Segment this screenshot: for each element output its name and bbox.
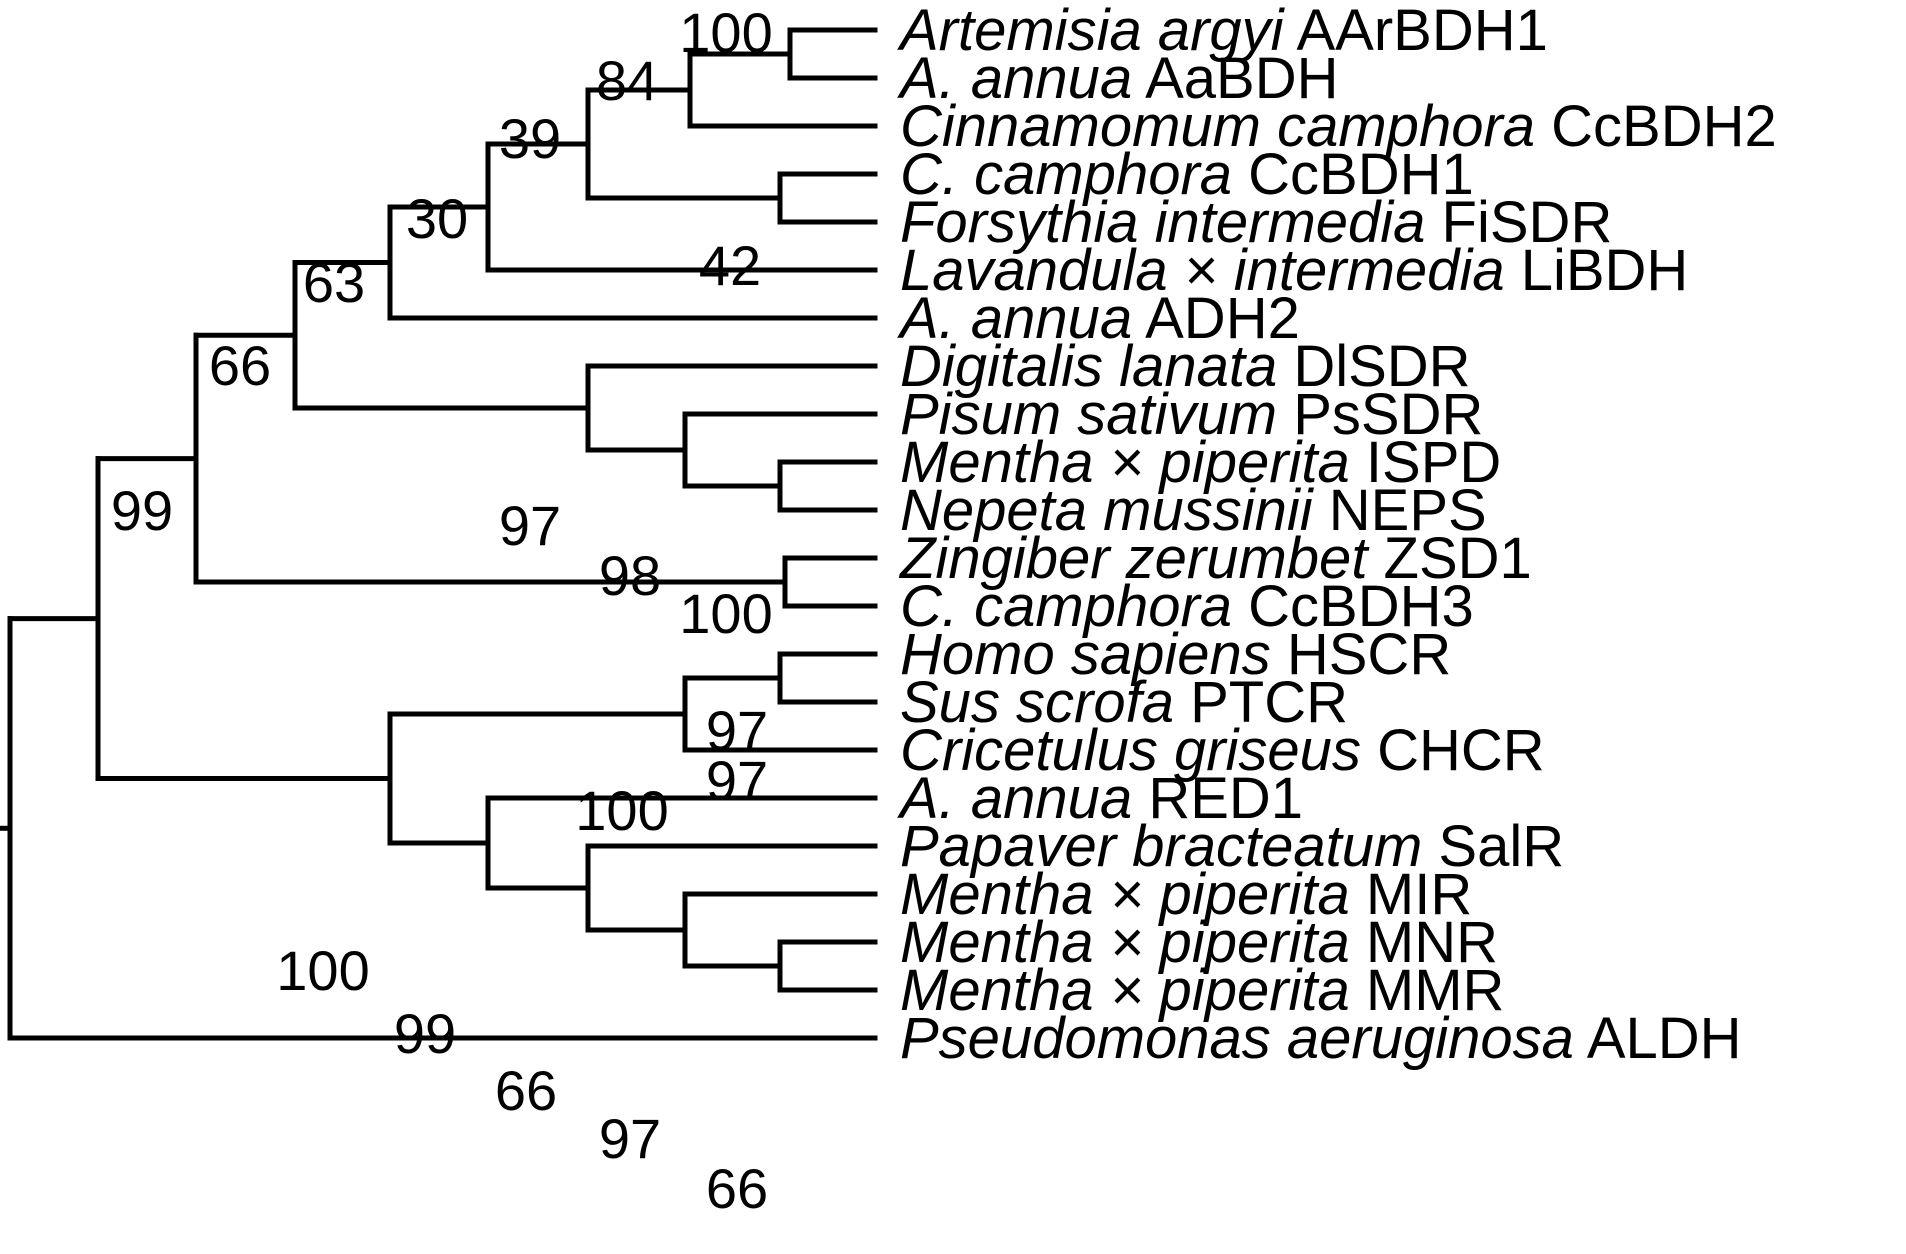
support-value: 42 [699, 234, 761, 297]
taxon-label: Sus scrofa PTCR [900, 670, 1348, 735]
taxon-gene: PsSDR [1277, 382, 1483, 447]
taxon-label: Lavandula × intermedia LiBDH [900, 238, 1688, 303]
support-value: 100 [575, 779, 668, 842]
taxon-label: Cricetulus griseus CHCR [900, 718, 1545, 783]
taxon-gene: CHCR [1361, 718, 1545, 783]
taxon-species: Cricetulus griseus [900, 718, 1361, 783]
taxon-label: Mentha × piperita ISPD [900, 430, 1501, 495]
taxon-gene: ADH2 [1132, 286, 1300, 351]
support-value: 66 [209, 334, 271, 397]
tree-branches [0, 27, 878, 1041]
taxon-gene: AaBDH [1132, 46, 1338, 111]
taxon-gene: FiSDR [1425, 190, 1612, 255]
support-value: 97 [706, 699, 768, 762]
taxon-species: Artemisia argyi [897, 0, 1286, 63]
support-value: 100 [276, 939, 369, 1002]
taxon-species: Forsythia intermedia [900, 190, 1425, 255]
taxon-label: A. annua RED1 [897, 766, 1303, 831]
taxon-label: Mentha × piperita MNR [900, 910, 1498, 975]
taxon-label: Papaver bracteatum SalR [900, 814, 1564, 879]
taxon-label: Artemisia argyi AArBDH1 [897, 0, 1548, 63]
support-value: 99 [111, 479, 173, 542]
taxon-species: A. annua [897, 286, 1132, 351]
taxon-gene: RED1 [1132, 766, 1303, 831]
taxon-gene: LiBDH [1505, 238, 1689, 303]
taxon-species: Lavandula × intermedia [900, 238, 1505, 303]
taxon-label: Digitalis lanata DlSDR [900, 334, 1471, 399]
taxon-gene: MMR [1350, 958, 1505, 1023]
taxon-species: Papaver bracteatum [900, 814, 1422, 879]
taxon-label: A. annua ADH2 [897, 286, 1300, 351]
support-value: 97 [499, 494, 561, 557]
support-value: 100 [679, 582, 772, 645]
support-value: 99 [394, 1002, 456, 1065]
support-value: 100 [679, 1, 772, 64]
support-values: 100 84 39 42 30 63 66 97 98 100 97 99 97 100 100 99 66 97… [111, 1, 773, 1220]
support-value: 97 [706, 749, 768, 812]
taxon-species: Mentha × piperita [900, 430, 1350, 495]
taxon-label: Cinnamomum camphora CcBDH2 [900, 94, 1777, 159]
taxon-species: Sus scrofa [900, 670, 1174, 735]
taxon-species: Nepeta mussinii [900, 478, 1315, 543]
taxon-species: Digitalis lanata [900, 334, 1277, 399]
taxon-species: A. annua [897, 46, 1132, 111]
taxon-gene: MNR [1350, 910, 1498, 975]
taxon-gene: MIR [1350, 862, 1472, 927]
taxon-species: Zingiber zerumbet [898, 526, 1370, 591]
support-value: 98 [599, 544, 661, 607]
taxon-gene: DlSDR [1277, 334, 1470, 399]
taxon-gene: ISPD [1350, 430, 1502, 495]
taxon-label: C. camphora CcBDH3 [900, 574, 1474, 639]
support-value: 63 [303, 251, 365, 314]
taxon-label: Forsythia intermedia FiSDR [900, 190, 1612, 255]
support-value: 30 [406, 187, 468, 250]
taxon-gene: ZSD1 [1367, 526, 1531, 591]
taxon-species: C. camphora [900, 574, 1232, 639]
taxon-gene: CcBDH3 [1232, 574, 1474, 639]
taxon-label: Zingiber zerumbet ZSD1 [898, 526, 1532, 591]
support-value: 66 [706, 1157, 768, 1220]
support-value: 39 [499, 107, 561, 170]
taxon-label: A. annua AaBDH [897, 46, 1339, 111]
taxon-gene: SalR [1422, 814, 1564, 879]
taxon-label: Homo sapiens HSCR [900, 622, 1451, 687]
taxon-gene: HSCR [1271, 622, 1451, 687]
taxon-gene: NEPS [1313, 478, 1487, 543]
taxon-gene: PTCR [1174, 670, 1348, 735]
taxon-species: Mentha × piperita [900, 862, 1350, 927]
taxon-label: Nepeta mussinii NEPS [900, 478, 1487, 543]
taxon-species: Pseudomonas aeruginosa [900, 1006, 1574, 1071]
taxon-label: Mentha × piperita MMR [900, 958, 1504, 1023]
taxon-species: Homo sapiens [900, 622, 1271, 687]
taxon-species: Pisum sativum [900, 382, 1277, 447]
support-value: 84 [596, 49, 658, 112]
taxon-label: Pseudomonas aeruginosa ALDH [900, 1006, 1742, 1071]
support-value: 66 [495, 1059, 557, 1122]
taxon-species: C. camphora [900, 142, 1232, 207]
support-value: 97 [599, 1107, 661, 1170]
taxon-species: Cinnamomum camphora [900, 94, 1535, 159]
taxon-gene: ALDH [1574, 1006, 1742, 1071]
taxon-label: C. camphora CcBDH1 [900, 142, 1474, 207]
taxon-species: Mentha × piperita [900, 910, 1350, 975]
taxon-species: A. annua [897, 766, 1132, 831]
taxon-gene: CcBDH1 [1232, 142, 1474, 207]
taxon-gene: CcBDH2 [1535, 94, 1777, 159]
taxon-gene: AArBDH1 [1284, 0, 1548, 63]
taxon-species: Mentha × piperita [900, 958, 1350, 1023]
taxon-label: Mentha × piperita MIR [900, 862, 1472, 927]
taxon-label: Pisum sativum PsSDR [900, 382, 1483, 447]
